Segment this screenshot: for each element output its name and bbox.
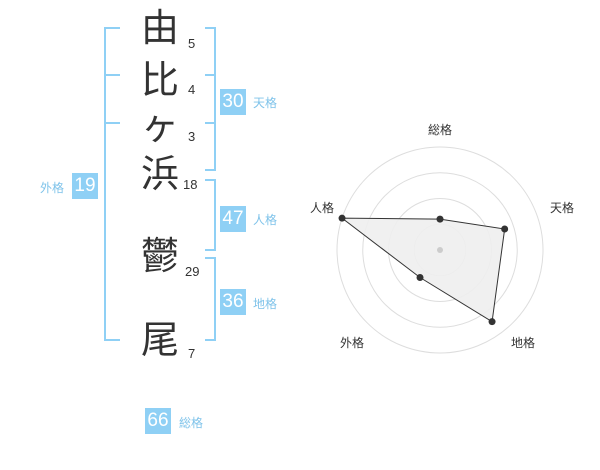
name-char-4: 浜 <box>140 152 179 196</box>
stroke-count-6: 7 <box>188 346 196 361</box>
radar-polygon <box>340 217 506 323</box>
chikaku-label: 地格 <box>253 297 278 311</box>
radar-point-3 <box>488 318 496 326</box>
gaikaku-value: 19 <box>72 173 98 199</box>
chikaku-bracket <box>205 257 216 341</box>
radar-ring <box>336 146 544 354</box>
jinkaku-value: 47 <box>220 206 246 232</box>
stroke-count-4: 18 <box>183 177 198 192</box>
jinkaku-bracket <box>205 179 216 251</box>
tenkaku-value: 30 <box>220 89 246 115</box>
name-char-3: ヶ <box>140 104 179 148</box>
soukaku-value: 66 <box>145 408 171 434</box>
soukaku-label: 総格 <box>179 416 204 430</box>
radar-ring <box>362 172 518 328</box>
radar-center <box>437 247 443 253</box>
name-char-5: 鬱 <box>140 234 179 278</box>
gaikaku-label: 外格 <box>40 181 65 195</box>
radar-point-4 <box>416 273 424 281</box>
stroke-count-2: 4 <box>188 82 196 97</box>
tenkaku-label: 天格 <box>253 96 278 110</box>
name-char-1: 由 <box>140 6 179 50</box>
radar-axis-label-jinkaku: 人格 <box>310 201 335 215</box>
name-char-6: 尾 <box>140 318 179 362</box>
radar-axis-label-soukaku: 総格 <box>428 123 453 137</box>
tenkaku-bracket <box>205 27 216 171</box>
radar-point-5 <box>338 214 346 222</box>
gaikaku-bracket <box>104 27 120 341</box>
stroke-count-1: 5 <box>188 36 196 51</box>
stroke-count-3: 3 <box>188 129 196 144</box>
stroke-count-5: 29 <box>185 264 200 279</box>
radar-point-1 <box>436 215 444 223</box>
radar-point-2 <box>501 225 509 233</box>
radar-axis-label-chikaku: 地格 <box>511 336 536 350</box>
name-char-2: 比 <box>140 58 179 102</box>
radar-axis-label-tenkaku: 天格 <box>550 201 575 215</box>
jinkaku-label: 人格 <box>253 213 278 227</box>
chikaku-value: 36 <box>220 289 246 315</box>
radar-axis-label-gaikaku: 外格 <box>340 336 365 350</box>
